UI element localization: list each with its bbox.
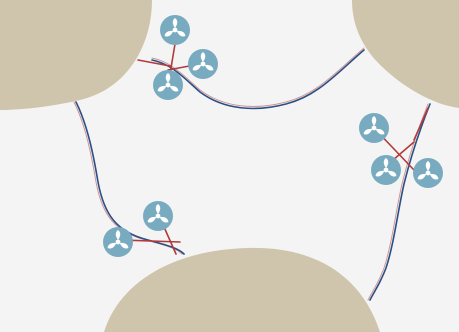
three-blade-propeller-icon bbox=[143, 201, 173, 231]
three-blade-propeller-icon bbox=[153, 70, 183, 100]
three-blade-propeller-icon bbox=[160, 15, 190, 45]
three-blade-propeller-icon bbox=[371, 155, 401, 185]
three-blade-propeller-icon bbox=[359, 113, 389, 143]
three-blade-propeller-icon bbox=[188, 49, 218, 79]
three-blade-propeller-icon bbox=[413, 158, 443, 188]
three-blade-propeller-icon bbox=[103, 227, 133, 257]
